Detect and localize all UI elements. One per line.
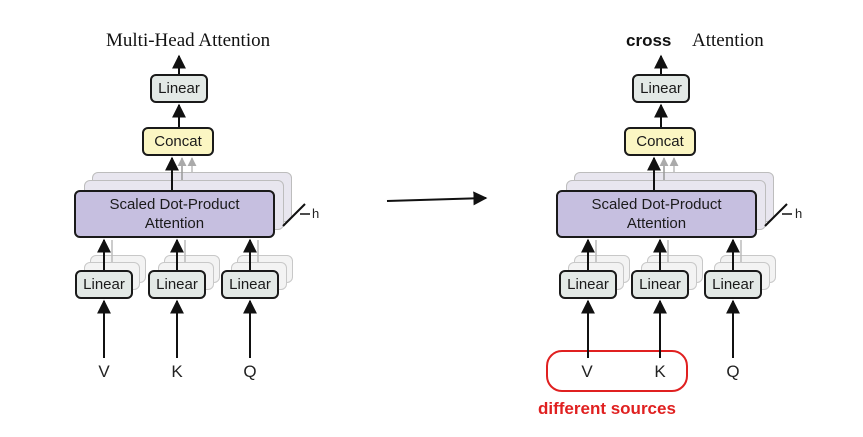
left-connectors (97, 54, 310, 358)
left-concat-box: Concat (142, 127, 214, 156)
left-input-q: Q (243, 362, 257, 381)
right-attention-box: Scaled Dot-Product Attention (556, 190, 757, 238)
right-h-bracket (764, 203, 788, 227)
left-linear-k: Linear (148, 270, 206, 299)
right-attention-label-line2: Attention (626, 215, 687, 232)
left-h-label: h (312, 206, 320, 221)
left-title: Multi-Head Attention (106, 30, 271, 51)
right-h-label: h (795, 206, 803, 221)
right-title-bold: cross (626, 31, 672, 50)
left-input-k: K (171, 362, 183, 381)
left-linear-top: Linear (150, 74, 208, 103)
left-attention-label-line2: Attention (144, 215, 205, 232)
left-linear-v: Linear (75, 270, 133, 299)
right-linear-v: Linear (559, 270, 617, 299)
different-sources-highlight (546, 350, 688, 392)
left-attention-label-line1: Scaled Dot-Product (109, 196, 240, 213)
right-linear-q: Linear (704, 270, 762, 299)
right-input-q: Q (726, 362, 740, 381)
right-input-k: K (654, 362, 666, 381)
different-sources-note: different sources (538, 399, 676, 418)
left-linear-q: Linear (221, 270, 279, 299)
right-attention-label-line1: Scaled Dot-Product (591, 196, 722, 213)
right-linear-k: Linear (631, 270, 689, 299)
transform-arrow (386, 191, 488, 206)
right-concat-box: Concat (624, 127, 696, 156)
left-input-v: V (98, 362, 110, 381)
left-attention-box: Scaled Dot-Product Attention (74, 190, 275, 238)
right-title-rest: Attention (692, 30, 764, 51)
left-h-bracket (282, 203, 306, 227)
right-input-v: V (581, 362, 593, 381)
right-linear-top: Linear (632, 74, 690, 103)
right-connectors (581, 54, 792, 358)
